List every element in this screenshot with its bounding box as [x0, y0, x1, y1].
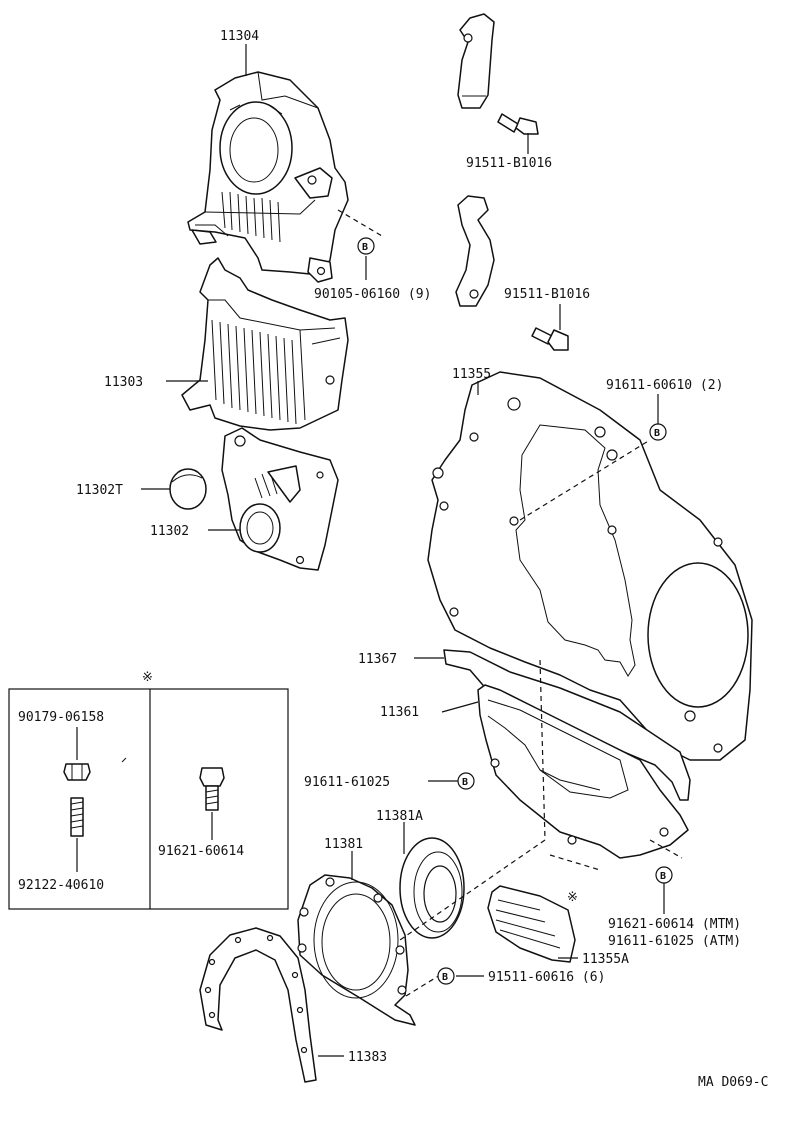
label-91511-b1016-b: 91511-B1016 — [504, 287, 590, 302]
b-marker-60616: B — [437, 967, 455, 985]
nut-90179-06158 — [63, 763, 91, 781]
label-90105-06160: 90105-06160 (9) — [314, 287, 431, 302]
bolt-b1016-b — [531, 327, 569, 351]
label-11361: 11361 — [380, 705, 419, 720]
label-91511-b1016-a: 91511-B1016 — [466, 156, 552, 171]
label-91511-60616: 91511-60616 (6) — [488, 970, 605, 985]
timing-gear-case-plate-11355 — [427, 371, 753, 761]
label-91611-61025-atm: 91611-61025 (ATM) — [608, 934, 741, 949]
leader-lines — [141, 44, 665, 1057]
b-marker-61025: B — [457, 772, 475, 790]
b-marker-label: B — [462, 777, 468, 788]
bracket-lower — [455, 195, 495, 307]
b-marker-label: B — [442, 972, 448, 983]
bolt-b1016-a — [497, 113, 539, 135]
label-11355: 11355 — [452, 367, 491, 382]
label-11304: 11304 — [220, 29, 259, 44]
label-11302T: 11302T — [76, 483, 123, 498]
inset-note-mark: ※ — [142, 670, 153, 685]
label-11381: 11381 — [324, 837, 363, 852]
note-mark: ※ — [567, 890, 578, 905]
bolt-91621-60614 — [199, 767, 225, 811]
inset-box: ※ 90179-06158 92122-40610 91621-60614 — [8, 670, 289, 910]
label-91611-61025: 91611-61025 — [304, 775, 390, 790]
label-91621-60614-mtm: 91621-60614 (MTM) — [608, 917, 741, 932]
b-marker-mtm: B — [655, 866, 673, 884]
upper-timing-cover-11304 — [187, 71, 349, 283]
label-92122-40610: 92122-40610 — [18, 878, 104, 893]
label-91611-60610: 91611-60610 (2) — [606, 378, 723, 393]
label-11381A: 11381A — [376, 809, 423, 824]
diagram-code: MA D069-C — [698, 1075, 768, 1090]
plug-11302T — [169, 468, 207, 510]
oil-seal-retainer-11381 — [297, 874, 416, 1026]
b-marker-label: B — [654, 428, 660, 439]
timing-cover-11303 — [181, 257, 349, 431]
oil-pump-cover-11302 — [221, 427, 339, 571]
cover-11355A — [487, 885, 576, 963]
label-11302: 11302 — [150, 524, 189, 539]
bracket-upper — [457, 13, 495, 109]
dashed-connectors — [337, 209, 683, 997]
label-11367: 11367 — [358, 652, 397, 667]
b-marker-label: B — [660, 871, 666, 882]
b-marker-label: B — [362, 242, 368, 253]
oil-seal-11381A — [399, 837, 465, 939]
stud-92122-40610 — [70, 797, 84, 837]
label-11383: 11383 — [348, 1050, 387, 1065]
b-marker-60610: B — [649, 423, 667, 441]
label-11303: 11303 — [104, 375, 143, 390]
timing-gear-case-11361 — [477, 684, 689, 859]
label-90179-06158: 90179-06158 — [18, 710, 104, 725]
b-marker-06160: B — [357, 237, 375, 255]
label-91621-60614: 91621-60614 — [158, 844, 244, 859]
gasket-11383 — [199, 927, 317, 1083]
label-11355A: 11355A — [582, 952, 629, 967]
